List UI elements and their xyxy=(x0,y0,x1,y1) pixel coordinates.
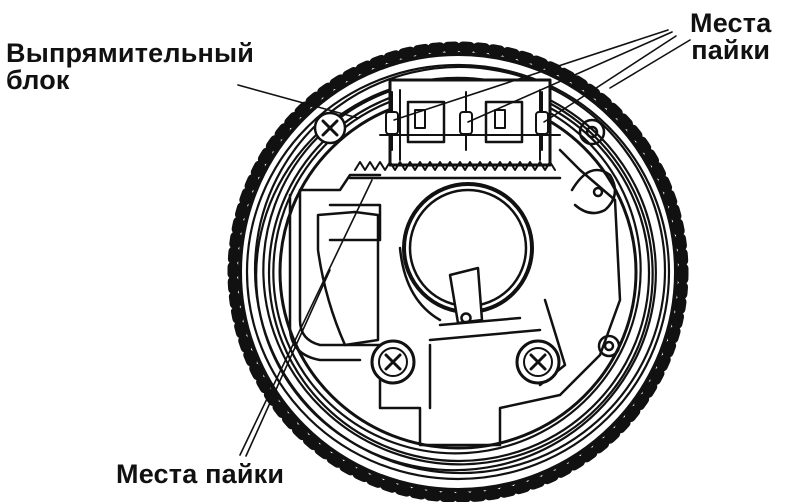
brush-holder-sector xyxy=(316,210,380,347)
serrated-outer-ring xyxy=(227,41,689,502)
solder-tab-middle xyxy=(459,91,473,151)
screw-bottom-left xyxy=(370,339,416,385)
leader-lines xyxy=(237,29,691,457)
label-solder-points-bottom: Места пайки xyxy=(116,459,285,489)
label-solder-points-top: Места пайки xyxy=(690,10,771,64)
heat-sink-fins xyxy=(354,161,556,171)
label-solder-top-line1: Места xyxy=(690,8,772,38)
bolt-right xyxy=(597,334,621,358)
leader-rectifier xyxy=(237,84,359,119)
leader-top-1 xyxy=(393,29,669,121)
leader-bottom-1 xyxy=(239,179,373,456)
label-solder-top-line2: пайки xyxy=(691,35,771,65)
leader-top-2 xyxy=(467,31,673,123)
screw-top-left xyxy=(313,111,347,145)
leader-top-3 xyxy=(543,35,677,123)
mounting-lug-top-right xyxy=(570,168,617,215)
label-rectifier-block: Выпрямительный блок xyxy=(6,40,254,94)
bolt-top-right xyxy=(578,118,606,146)
solder-tab-left xyxy=(385,91,399,151)
label-rectifier-line2: блок xyxy=(6,65,70,95)
terminal-lug xyxy=(428,266,542,342)
leader-top-4 xyxy=(609,39,691,89)
label-rectifier-line1: Выпрямительный xyxy=(6,38,255,68)
leader-bottom-2 xyxy=(245,269,331,457)
screw-bottom-right xyxy=(515,339,561,385)
solder-tab-right xyxy=(535,91,549,151)
